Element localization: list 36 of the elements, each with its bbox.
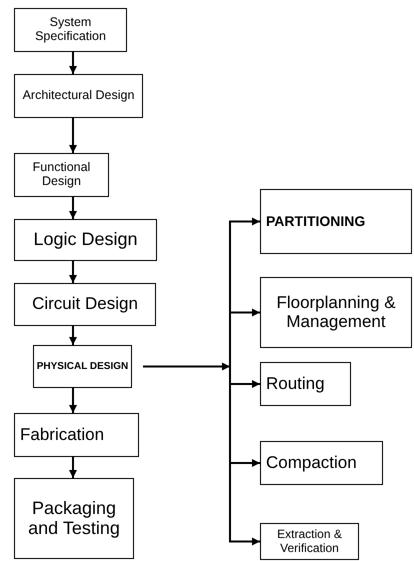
node-label: Packaging and Testing (27, 498, 121, 538)
node-label: Compaction (266, 454, 357, 472)
node-label: PHYSICAL DESIGN (36, 361, 128, 372)
node-label: Circuit Design (32, 295, 138, 314)
process-box (14, 283, 156, 326)
arrow (69, 388, 77, 413)
arrow (229, 308, 260, 366)
arrow (143, 362, 230, 370)
process-box (14, 413, 139, 457)
node-label: System Specification (34, 16, 107, 44)
node-label: Routing (266, 374, 325, 394)
node-label: Architectural Design (22, 89, 134, 103)
node-label: Functional Design (32, 161, 92, 189)
arrow (69, 118, 77, 153)
process-box (260, 277, 412, 348)
node-label: PARTITIONING (266, 214, 366, 230)
process-box (14, 153, 109, 197)
process-box (260, 441, 383, 485)
process-box (33, 345, 132, 388)
process-box (260, 189, 412, 254)
process-box (14, 219, 157, 261)
arrow (69, 52, 77, 74)
process-box (260, 523, 359, 560)
node-label: Floorplanning & Management (275, 294, 397, 332)
arrow (69, 261, 77, 283)
node-label: Extraction & Verification (276, 528, 343, 555)
process-box (260, 362, 351, 406)
node-label: Logic Design (33, 230, 138, 250)
process-box (14, 478, 134, 559)
node-label: Fabrication (20, 426, 104, 444)
process-box (14, 8, 127, 52)
arrow (69, 197, 77, 219)
process-box (14, 74, 143, 118)
arrow (69, 326, 77, 345)
arrow (69, 457, 77, 478)
arrow (229, 366, 260, 546)
